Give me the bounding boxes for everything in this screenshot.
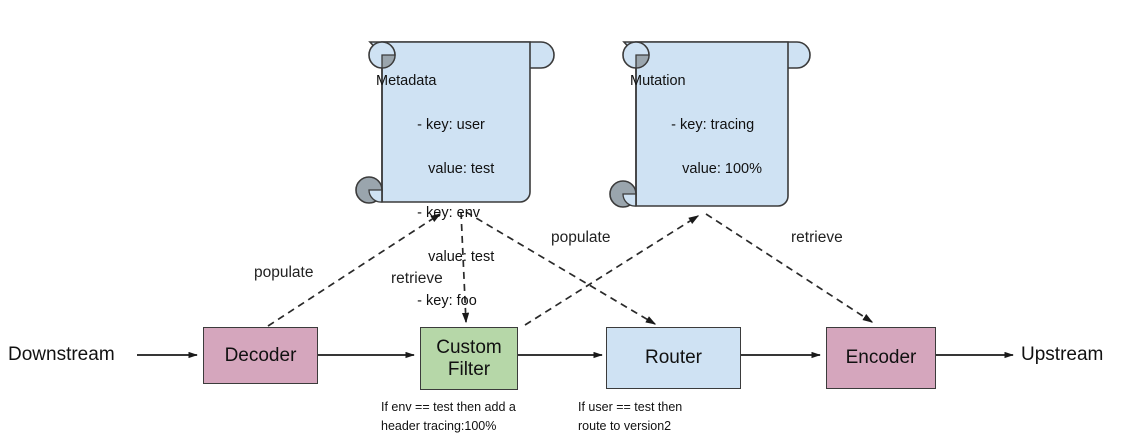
caption-router: If user == test then route to version2 <box>578 398 682 436</box>
caption-router-line1: If user == test then <box>578 400 683 414</box>
node-encoder-label: Encoder <box>845 347 917 369</box>
metadata-scroll: Metadata - key: user value: test - key: … <box>336 34 568 353</box>
node-decoder-label: Decoder <box>224 344 297 366</box>
node-custom-filter[interactable]: Custom Filter <box>420 327 518 390</box>
edge-label-populate-mutation: populate <box>549 229 613 247</box>
mutation-scroll-shape <box>609 41 811 208</box>
endpoint-upstream: Upstream <box>1021 344 1104 365</box>
node-custom-filter-label-line1: Custom <box>436 336 502 358</box>
endpoint-downstream: Downstream <box>8 344 115 365</box>
caption-custom-filter-line2: header tracing:100% <box>381 418 497 433</box>
edge-label-populate-metadata: populate <box>252 264 316 282</box>
node-custom-filter-label-line2: Filter <box>447 358 491 380</box>
metadata-entry-2-key: - key: foo <box>417 293 477 310</box>
mutation-scroll: Mutation - key: tracing value: 100% <box>592 36 824 216</box>
node-router-label: Router <box>644 347 703 369</box>
node-router[interactable]: Router <box>606 327 741 389</box>
edge-label-retrieve-metadata: retrieve <box>389 270 445 288</box>
metadata-entry-1-value: value: test <box>428 249 495 266</box>
node-encoder[interactable]: Encoder <box>826 327 936 389</box>
caption-router-line2: route to version2 <box>578 418 672 433</box>
caption-custom-filter-line1: If env == test then add a <box>381 400 516 414</box>
edge-metadata-to-custom-filter <box>460 211 470 324</box>
edge-label-retrieve-mutation: retrieve <box>789 229 845 247</box>
caption-custom-filter: If env == test then add a header tracing… <box>381 398 516 436</box>
node-decoder[interactable]: Decoder <box>203 327 318 384</box>
metadata-scroll-shape <box>355 41 555 204</box>
